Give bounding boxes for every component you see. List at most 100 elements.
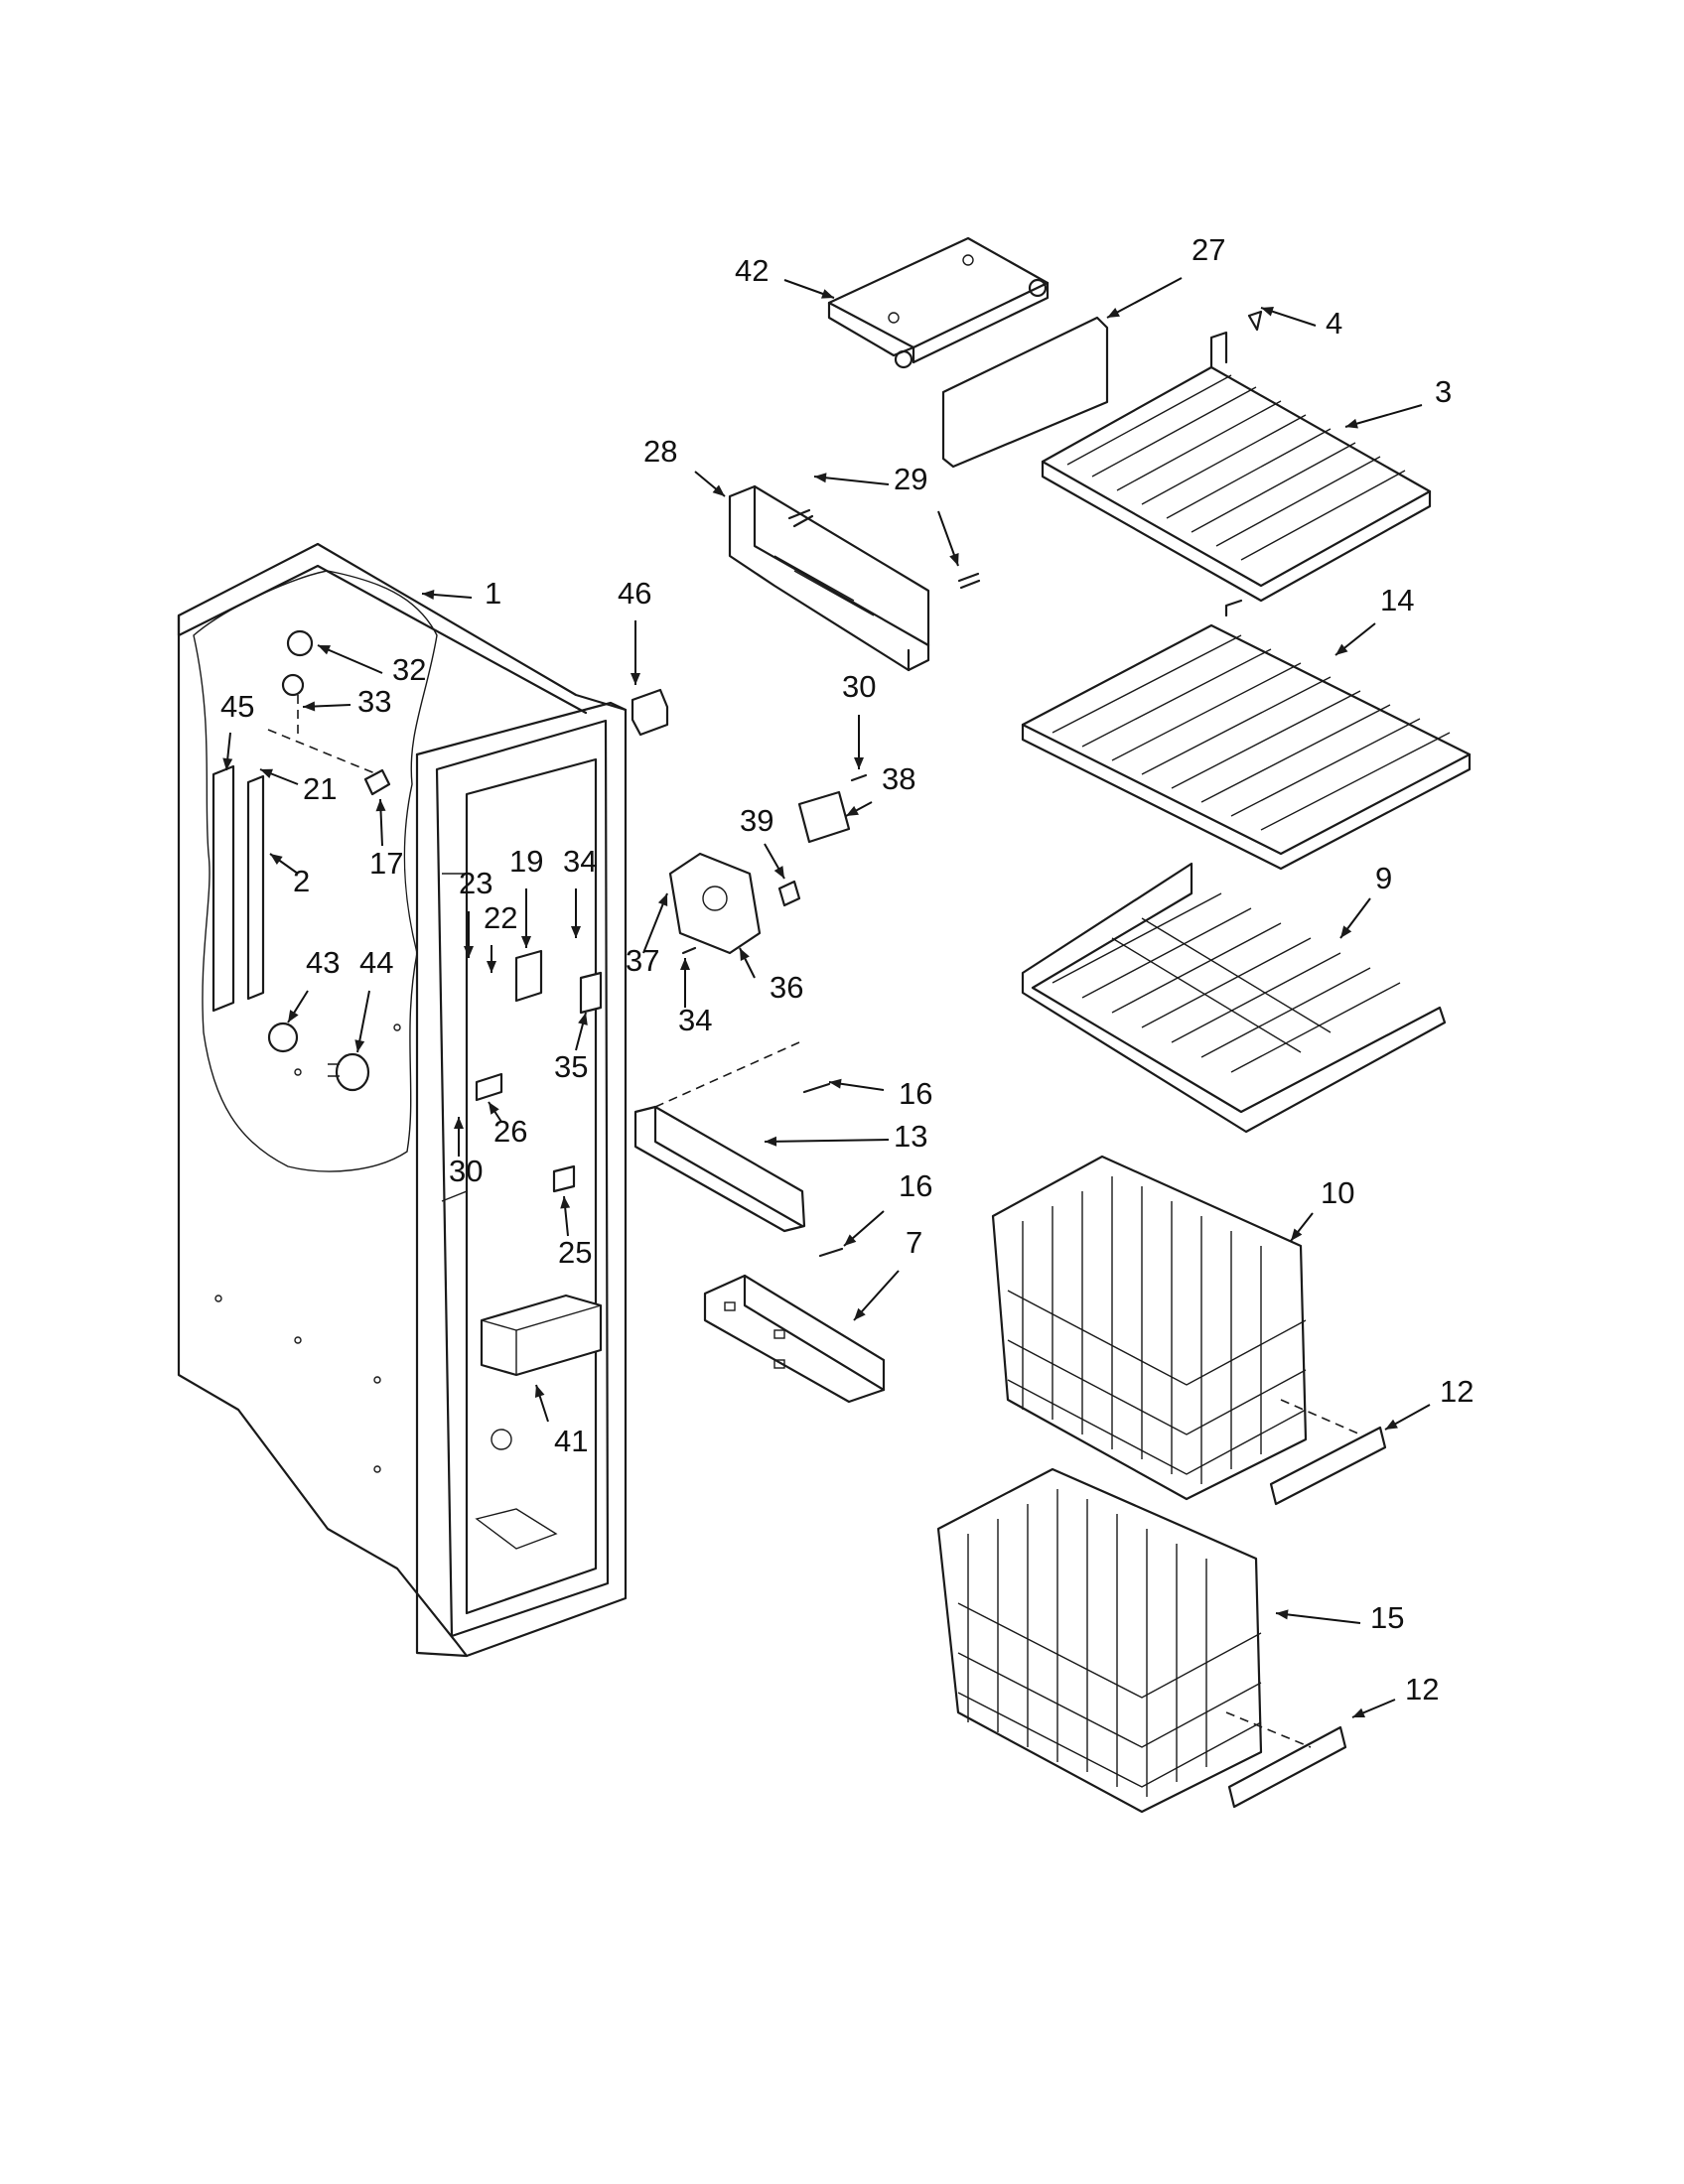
callout-label: 45: [220, 689, 254, 724]
arrowhead: [303, 701, 316, 712]
callout-label: 38: [882, 761, 915, 796]
callout-27: 27: [1106, 232, 1225, 319]
callout-label: 12: [1440, 1374, 1474, 1409]
callout-label: 12: [1405, 1672, 1439, 1706]
callout-label: 26: [493, 1114, 527, 1149]
callout-label: 29: [894, 462, 927, 496]
callout-21: 21: [259, 768, 337, 806]
shelf-9: [1021, 862, 1447, 1134]
leader-line: [1275, 1612, 1361, 1624]
arrowhead: [260, 768, 273, 779]
arrowhead: [1291, 1228, 1303, 1241]
callout-41: 41: [534, 1384, 588, 1458]
callout-label: 27: [1192, 232, 1225, 267]
callout-34: 34: [678, 958, 712, 1037]
arrowhead: [578, 1013, 588, 1025]
callout-37: 37: [626, 892, 668, 978]
arrowhead: [571, 926, 581, 938]
callout-label: 10: [1321, 1175, 1354, 1210]
arrowhead: [354, 1039, 365, 1052]
arrowhead: [487, 961, 496, 973]
callout-45: 45: [220, 689, 254, 771]
arrowhead: [560, 1196, 571, 1209]
callout-label: 22: [484, 900, 517, 935]
arrowhead: [1385, 1419, 1398, 1430]
callout-33: 33: [302, 684, 391, 719]
callout-label: 13: [894, 1119, 927, 1154]
callout-17: 17: [369, 798, 403, 881]
arrowhead: [521, 936, 531, 948]
callout-9: 9: [1339, 861, 1392, 939]
arrowhead: [854, 757, 864, 769]
callout-2: 2: [269, 853, 310, 898]
shelf-14: [1021, 599, 1472, 871]
part-13-bar: [633, 1041, 831, 1233]
callout-label: 19: [509, 844, 543, 879]
arrowhead: [814, 473, 827, 483]
arrowhead: [1107, 307, 1120, 318]
callout-1: 1: [421, 576, 501, 611]
arrowhead: [489, 1102, 499, 1115]
callout-38: 38: [845, 761, 915, 817]
callout-16: 16: [843, 1168, 932, 1247]
callout-16: 16: [828, 1076, 932, 1111]
callout-30: 30: [842, 669, 876, 769]
arrowhead: [765, 1136, 777, 1147]
basket-10: [991, 1155, 1308, 1501]
callout-label: 14: [1380, 583, 1414, 617]
callout-42: 42: [735, 253, 835, 299]
arrowhead: [422, 589, 435, 600]
callout-label: 39: [740, 803, 773, 838]
callout-12: 12: [1384, 1374, 1474, 1431]
arrowhead: [270, 854, 283, 866]
arrowhead: [1340, 925, 1352, 938]
callout-label: 1: [485, 576, 501, 611]
arrowhead: [288, 1010, 299, 1023]
callout-label: 44: [359, 945, 393, 980]
callout-label: 3: [1435, 374, 1452, 409]
part-7-bracket: [703, 1247, 886, 1404]
arrowhead: [222, 757, 233, 770]
arrowhead: [773, 866, 784, 879]
callout-30: 30: [449, 1117, 483, 1188]
callout-label: 41: [554, 1424, 588, 1458]
callout-39: 39: [740, 803, 785, 880]
callout-label: 46: [618, 576, 651, 611]
arrowhead: [846, 805, 859, 816]
callout-label: 16: [899, 1076, 932, 1111]
callout-label: 15: [1370, 1600, 1404, 1635]
callout-26: 26: [488, 1101, 527, 1149]
callout-36: 36: [739, 947, 803, 1005]
callout-label: 21: [303, 771, 337, 806]
basket-divider-12a: [1269, 1399, 1387, 1506]
callout-44: 44: [354, 945, 393, 1053]
callout-23: 23: [459, 866, 492, 958]
callout-12: 12: [1351, 1672, 1439, 1718]
leader-line: [1344, 404, 1423, 428]
arrowhead: [740, 948, 750, 961]
arrowhead: [375, 799, 386, 812]
arrowhead: [821, 289, 834, 299]
callout-label: 33: [357, 684, 391, 719]
shelf-3: [1041, 331, 1432, 603]
arrowhead: [534, 1385, 545, 1398]
leader-line: [764, 1139, 890, 1143]
callout-34: 34: [563, 844, 597, 938]
arrowhead: [1345, 418, 1358, 429]
callout-label: 30: [842, 669, 876, 704]
arrowhead: [712, 484, 725, 496]
callout-label: 37: [626, 943, 659, 978]
callout-label: 32: [392, 652, 426, 687]
basket-divider-12b: [1225, 1711, 1347, 1809]
callout-4: 4: [1260, 306, 1342, 341]
callout-label: 42: [735, 253, 769, 288]
callout-label: 34: [678, 1003, 712, 1037]
leader-line: [1106, 277, 1183, 319]
callout-14: 14: [1334, 583, 1414, 656]
freezer-liner: [177, 542, 628, 1658]
callout-10: 10: [1290, 1175, 1354, 1242]
callout-28: 28: [643, 434, 726, 497]
callout-19: 19: [509, 844, 543, 948]
callout-13: 13: [764, 1119, 927, 1154]
